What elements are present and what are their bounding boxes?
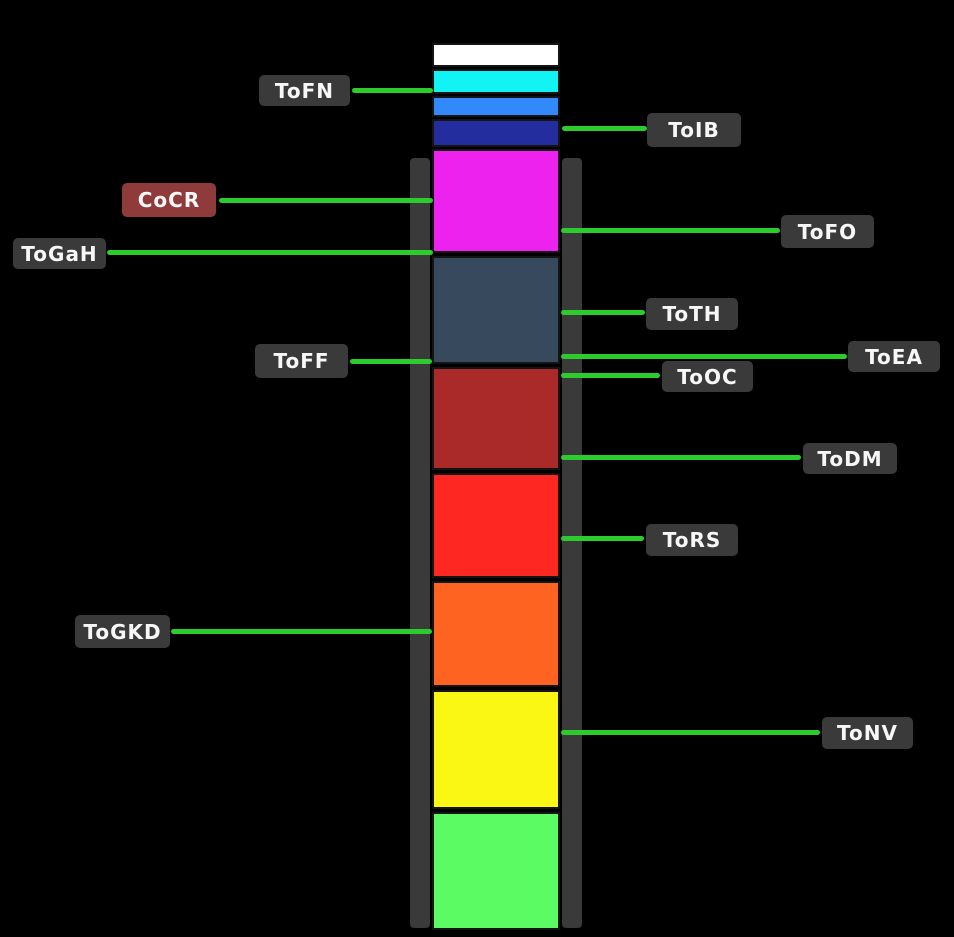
label-tofo: ToFO (781, 215, 874, 248)
red-layer (432, 473, 560, 578)
right-rail (562, 158, 582, 928)
leader-line-tofn (352, 88, 433, 93)
leader-line-tonv (561, 730, 820, 735)
cyan-layer (432, 69, 560, 94)
label-tooc: ToOC (662, 361, 753, 392)
left-rail (410, 158, 430, 928)
leader-line-tors (561, 536, 644, 541)
slate-layer (432, 256, 560, 364)
label-cocr: CoCR (122, 183, 216, 217)
white-layer (432, 43, 560, 67)
dodgerblue-layer (432, 96, 560, 117)
label-toib: ToIB (647, 113, 741, 147)
leader-line-todm (561, 455, 801, 460)
label-togah: ToGaH (13, 238, 106, 269)
label-tofn: ToFN (259, 75, 350, 106)
leader-line-toib (562, 126, 647, 131)
label-toff: ToFF (255, 344, 348, 378)
leader-line-toth (561, 310, 645, 315)
leader-line-cocr (219, 198, 433, 203)
green-layer (432, 812, 560, 930)
leader-line-toea (561, 354, 847, 359)
leader-line-tooc (561, 373, 660, 378)
darkred-layer (432, 367, 560, 470)
orange-layer (432, 581, 560, 687)
yellow-layer (432, 690, 560, 809)
leader-line-togkd (171, 629, 432, 634)
label-toth: ToTH (646, 298, 738, 330)
leader-line-tofo (561, 228, 780, 233)
navy-layer (432, 119, 560, 147)
label-todm: ToDM (803, 443, 897, 474)
label-toea: ToEA (848, 341, 940, 372)
leader-line-toff (350, 359, 432, 364)
label-tonv: ToNV (822, 717, 913, 749)
magenta-layer (432, 149, 560, 253)
label-togkd: ToGKD (75, 615, 170, 648)
label-tors: ToRS (646, 524, 738, 556)
leader-line-togah (107, 250, 433, 255)
